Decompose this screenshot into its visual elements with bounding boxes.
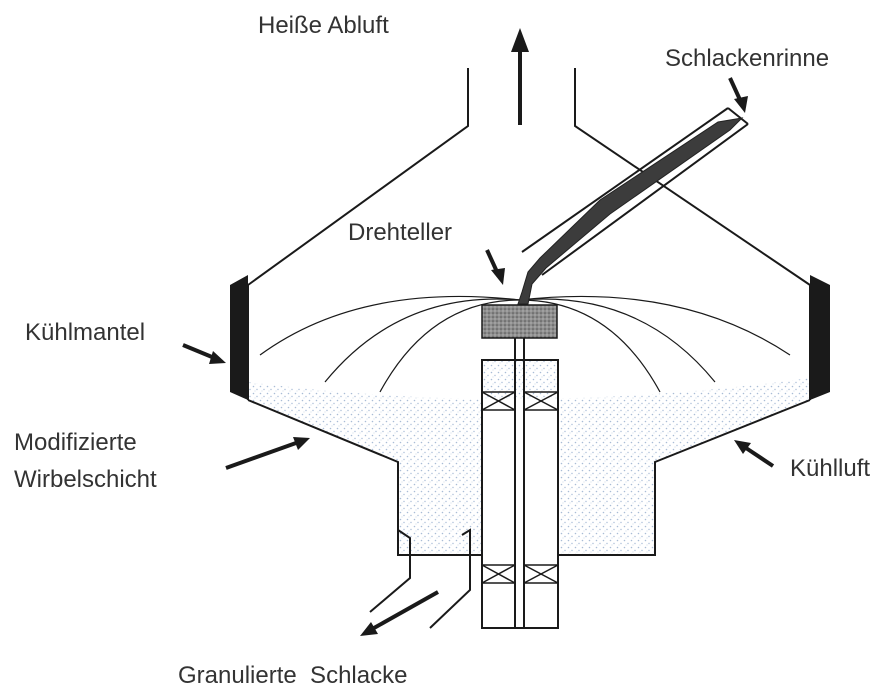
cooling-jacket-right bbox=[810, 275, 830, 400]
granulated-slag-arrow bbox=[373, 590, 439, 630]
rotary-disc bbox=[481, 304, 558, 339]
cooling-air-arrow bbox=[744, 446, 775, 468]
label-cooling-jacket: Kühlmantel bbox=[25, 319, 145, 346]
label-fluidized-bed-line1: Modifizierte bbox=[14, 429, 137, 456]
slag-spray bbox=[259, 295, 791, 393]
label-cooling-air: Kühlluft bbox=[790, 455, 870, 482]
cooling-jacket-left bbox=[230, 275, 248, 400]
slag-runner-chute bbox=[517, 107, 749, 305]
fluidized-bed-arrow bbox=[225, 441, 297, 470]
slag-outlet-pipe bbox=[369, 528, 471, 629]
label-hot-exhaust: Heiße Abluft bbox=[258, 12, 389, 39]
label-slag-runner: Schlackenrinne bbox=[665, 45, 829, 72]
cooling-jacket-arrow bbox=[182, 343, 213, 359]
bearings bbox=[481, 391, 559, 584]
label-granulated-slag: Granulierte Schlacke bbox=[178, 662, 407, 688]
molten-slag-stream bbox=[517, 117, 744, 305]
arrows bbox=[182, 28, 775, 636]
label-rotary-disc: Drehteller bbox=[348, 219, 452, 246]
label-fluidized-bed-line2: Wirbelschicht bbox=[14, 466, 157, 493]
fluidized-bed-particles bbox=[248, 360, 810, 555]
